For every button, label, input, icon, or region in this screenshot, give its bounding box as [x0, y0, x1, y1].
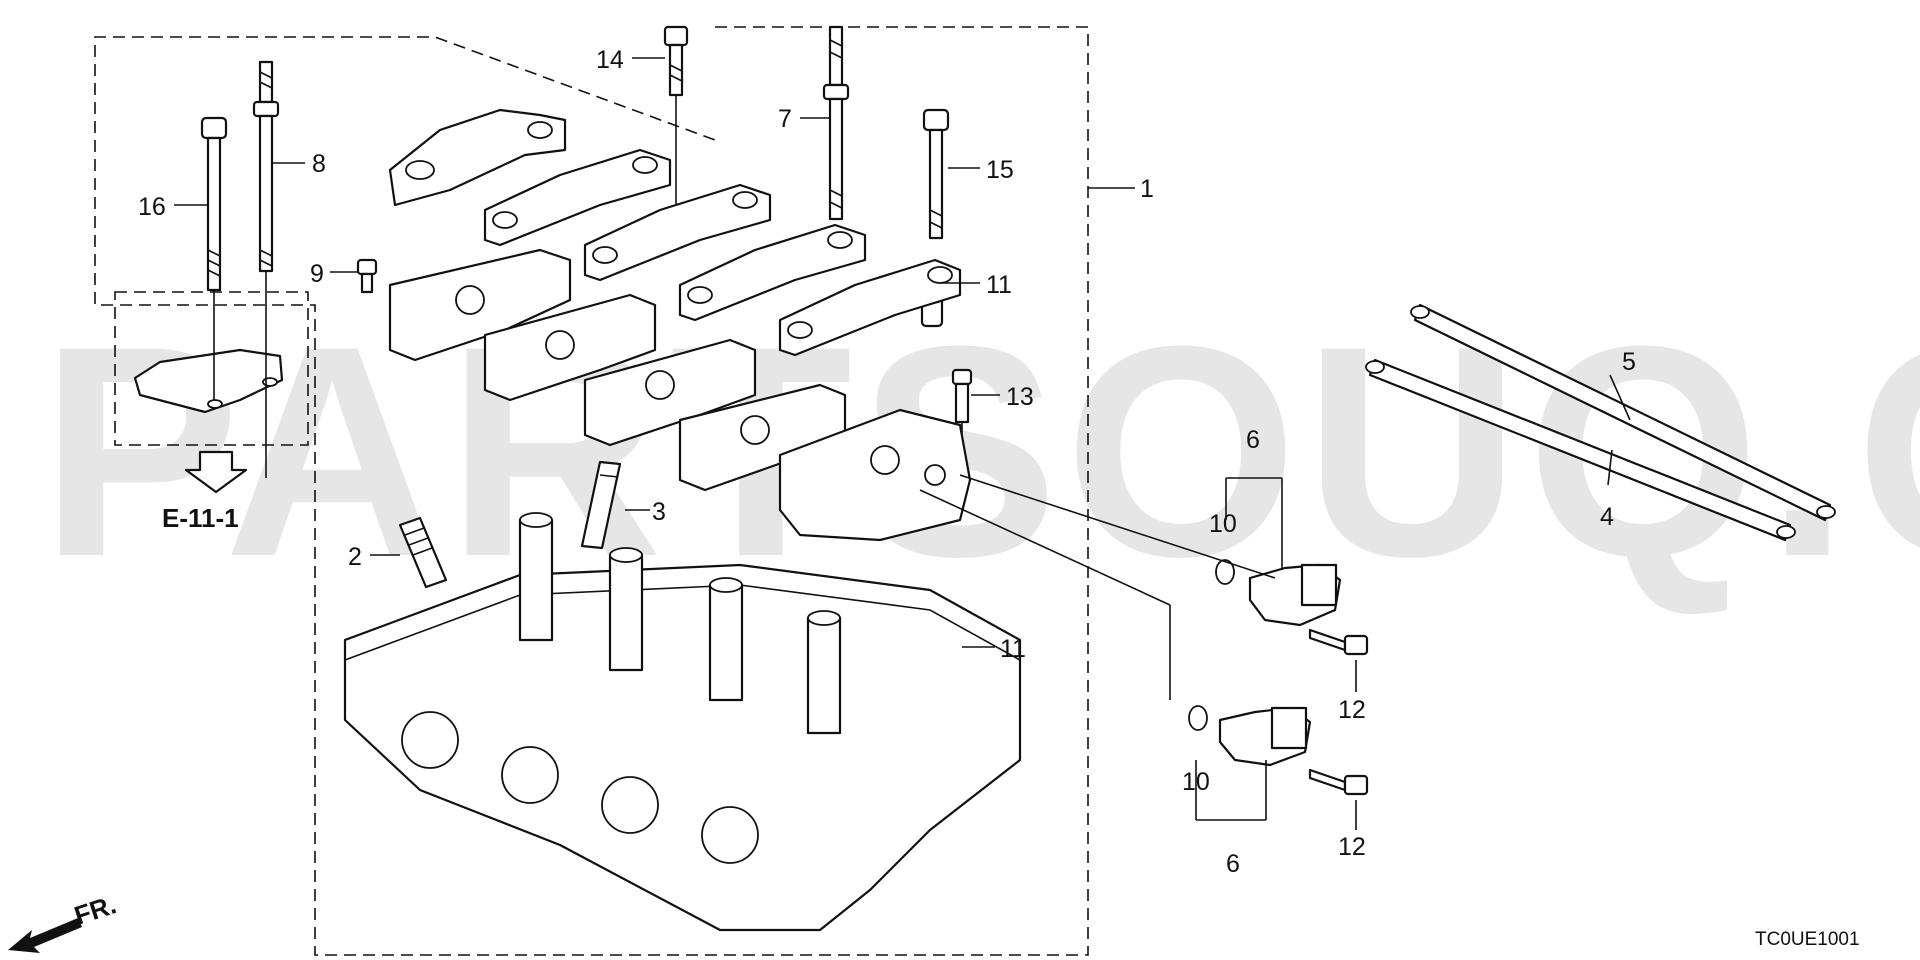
- bolt-15-icon[interactable]: [922, 108, 950, 240]
- bolt-12-lower-icon[interactable]: [1308, 768, 1369, 796]
- callout-7[interactable]: 7: [778, 105, 792, 133]
- callout-11-upper[interactable]: 11: [986, 271, 1012, 299]
- sensor-6-upper-icon[interactable]: [1248, 563, 1342, 627]
- callout-9[interactable]: 9: [310, 260, 324, 288]
- callout-14[interactable]: 14: [596, 46, 624, 74]
- front-direction-arrow-icon: [8, 918, 82, 953]
- camshaft-holder-1-icon[interactable]: [388, 108, 567, 207]
- rocker-arm-assembly-icon[interactable]: [388, 248, 847, 492]
- callout-15[interactable]: 15: [986, 156, 1014, 184]
- callout-1[interactable]: 1: [1140, 175, 1154, 203]
- watermark-text: PARTSOUQ.COM: [40, 283, 1920, 619]
- callout-6-lower[interactable]: 6: [1226, 850, 1240, 878]
- stud-bolt-8-icon[interactable]: [252, 60, 280, 478]
- camshaft-holder-end-icon[interactable]: [778, 408, 972, 542]
- oring-10-lower-icon[interactable]: [1188, 705, 1208, 731]
- callout-12-lower[interactable]: 12: [1338, 833, 1366, 861]
- rocker-shaft-4-icon[interactable]: [1365, 358, 1796, 542]
- callout-4[interactable]: 4: [1600, 503, 1614, 531]
- callout-2[interactable]: 2: [348, 543, 362, 571]
- reference-link[interactable]: E-11-1: [162, 503, 239, 533]
- callout-5[interactable]: 5: [1622, 348, 1636, 376]
- leader-lines: [174, 57, 1631, 830]
- sensor-6-lower-icon[interactable]: [1218, 706, 1312, 767]
- bolt-16-icon[interactable]: [200, 116, 228, 400]
- bolt-14-icon[interactable]: [663, 25, 689, 215]
- stud-bolt-7-icon[interactable]: [822, 25, 850, 221]
- cylinder-head-icon[interactable]: [343, 512, 1022, 932]
- oring-10-upper-icon[interactable]: [1215, 559, 1235, 585]
- front-direction-label: FR.: [71, 889, 120, 930]
- camshaft-holder-3-icon[interactable]: [583, 183, 772, 282]
- callout-10-lower[interactable]: 10: [1182, 768, 1210, 796]
- callout-11-lower[interactable]: 11: [1000, 635, 1026, 663]
- assembly-boundary: [94, 26, 1135, 956]
- callout-13[interactable]: 13: [1006, 383, 1034, 411]
- oil-jet-guide-3-icon[interactable]: [580, 460, 622, 550]
- camshaft-holder-2-icon[interactable]: [483, 148, 672, 247]
- oil-jet-guide-2-icon[interactable]: [398, 516, 448, 589]
- callout-6-upper[interactable]: 6: [1246, 426, 1260, 454]
- reference-arrow-icon: [184, 450, 248, 494]
- camshaft-holder-4-icon[interactable]: [678, 223, 867, 322]
- bolt-12-upper-icon[interactable]: [1308, 628, 1369, 656]
- bolt-9-icon[interactable]: [356, 258, 378, 294]
- callout-8[interactable]: 8: [312, 150, 326, 178]
- rocker-shaft-5-icon[interactable]: [1410, 303, 1836, 522]
- callout-16[interactable]: 16: [138, 193, 166, 221]
- reference-subarea: [114, 291, 309, 446]
- callout-3[interactable]: 3: [652, 498, 666, 526]
- camshaft-holder-5-icon[interactable]: [778, 258, 962, 357]
- callout-12-upper[interactable]: 12: [1338, 696, 1366, 724]
- callout-10-upper[interactable]: 10: [1209, 510, 1237, 538]
- diagram-code: TC0UE1001: [1755, 929, 1860, 950]
- callout-labels: 1 2 3 4 5 6 6 7 8 9 10 10 11 11 12 12 13…: [138, 46, 1636, 878]
